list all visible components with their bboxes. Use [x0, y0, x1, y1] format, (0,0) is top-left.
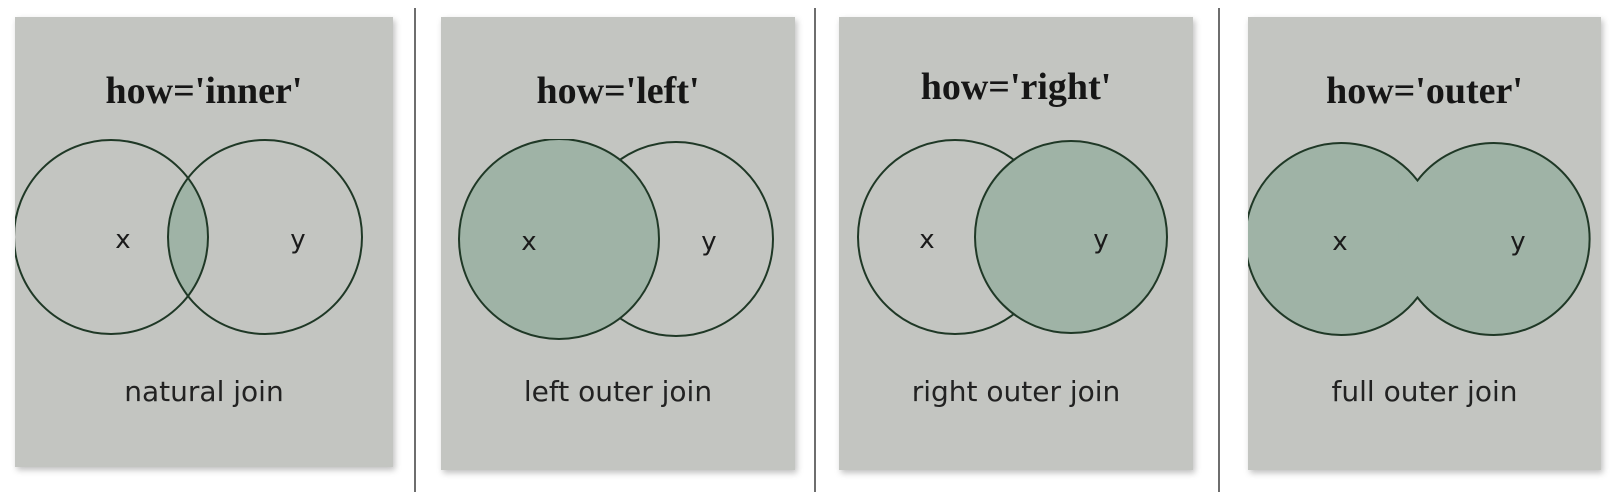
panel-title: how='inner' — [105, 70, 303, 112]
label-y: y — [701, 227, 716, 257]
panel-outer-join: how='outer' x y full outer join — [1248, 17, 1601, 470]
label-y: y — [1510, 227, 1525, 257]
circle-right — [167, 139, 363, 335]
venn-diagram-left: x y — [458, 139, 774, 340]
circle-left — [458, 139, 660, 340]
panel-title: how='right' — [920, 66, 1112, 108]
panel-divider — [1218, 8, 1220, 492]
label-y: y — [1093, 225, 1108, 255]
panel-title: how='left' — [536, 70, 700, 112]
venn-diagram-right: x y — [857, 139, 1168, 335]
panel-right-join: how='right' x y right outer join — [839, 17, 1193, 470]
panel-caption: natural join — [124, 375, 284, 408]
circle-right — [974, 140, 1168, 334]
label-x: x — [115, 225, 130, 255]
venn-diagram-outer: x y — [1248, 142, 1591, 336]
label-x: x — [521, 227, 536, 257]
panel-caption: right outer join — [911, 375, 1121, 408]
panel-divider — [814, 8, 816, 492]
panel-inner-join: how='inner' x y natural join — [15, 17, 393, 467]
circle-left-fill — [1248, 143, 1437, 335]
panel-caption: full outer join — [1331, 375, 1518, 408]
venn-diagram-inner: x y — [15, 139, 363, 335]
panel-divider — [414, 8, 416, 492]
panel-title: how='outer' — [1326, 70, 1523, 112]
circle-right-fill — [1398, 143, 1590, 335]
circle-left — [15, 139, 209, 335]
label-x: x — [919, 225, 934, 255]
label-x: x — [1332, 227, 1347, 257]
panel-left-join: how='left' x y left outer join — [441, 17, 795, 470]
label-y: y — [290, 225, 305, 255]
union-outline — [1248, 142, 1591, 336]
panel-caption: left outer join — [523, 375, 713, 408]
